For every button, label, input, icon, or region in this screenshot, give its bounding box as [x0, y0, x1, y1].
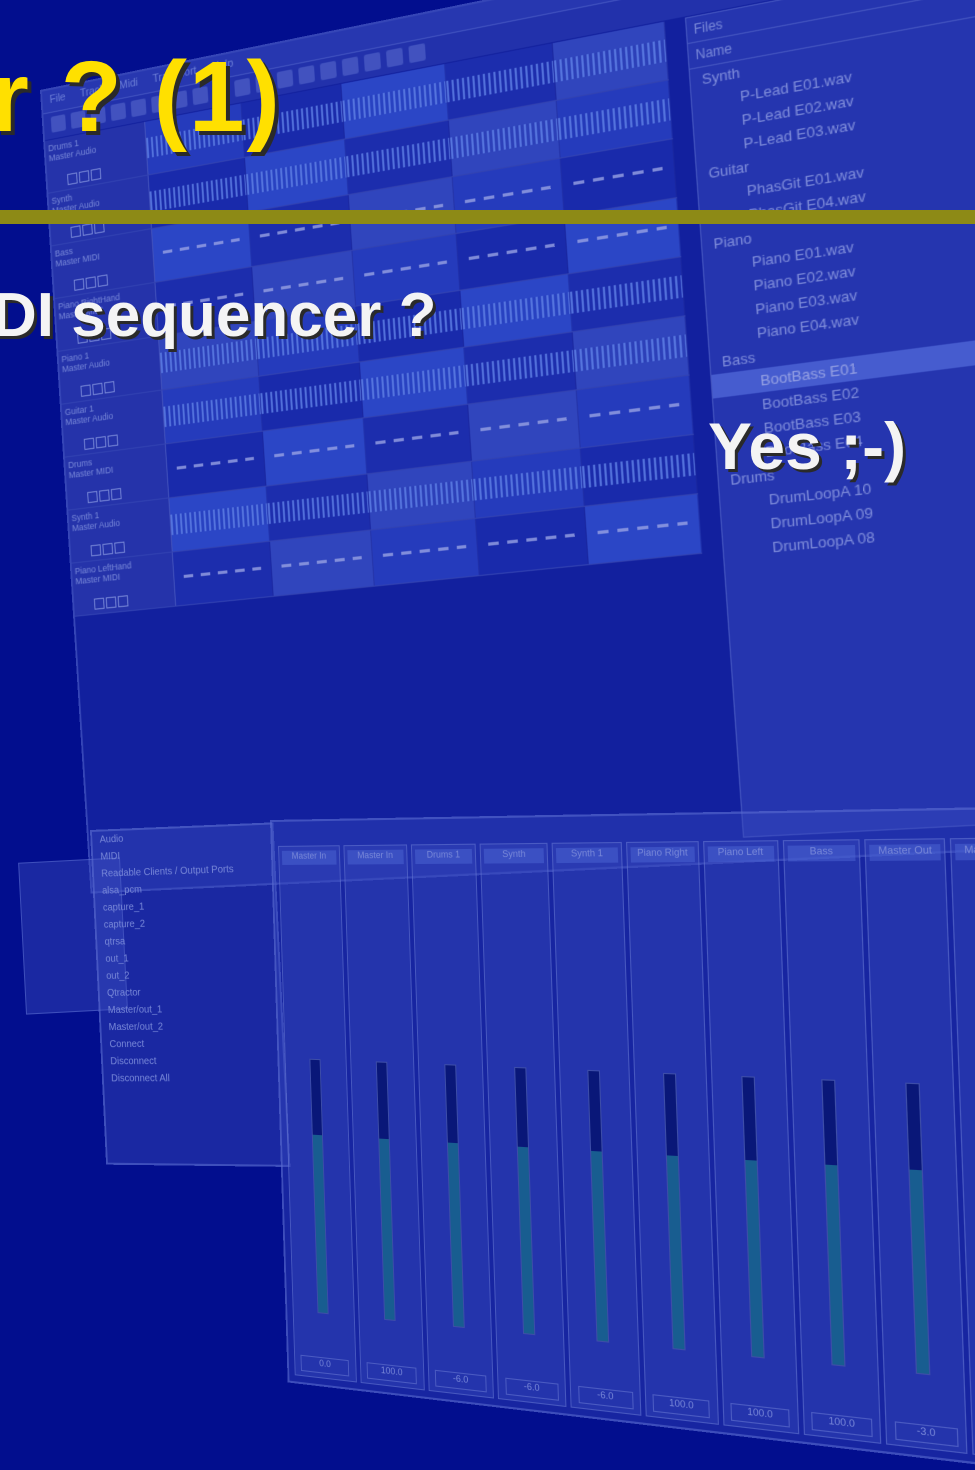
strip-name: Bass — [787, 844, 856, 862]
mute-button[interactable] — [92, 382, 103, 396]
track-buttons — [93, 595, 129, 610]
solo-button[interactable] — [107, 434, 119, 447]
port-item[interactable]: Master/out_1 — [107, 1004, 163, 1017]
mixer-strip[interactable]: Piano Left 100.0 — [702, 840, 799, 1435]
track-buttons — [67, 167, 102, 186]
solo-button[interactable] — [104, 381, 115, 394]
toolbar-button-icon[interactable] — [363, 51, 382, 72]
strip-name: Synth 1 — [556, 847, 619, 864]
record-button[interactable] — [90, 544, 102, 557]
gain-value[interactable]: 100.0 — [730, 1402, 791, 1428]
strip-name: Master In — [281, 850, 337, 865]
strip-name: Master Out — [955, 843, 975, 861]
slide-answer: Yes ;-) — [708, 409, 907, 483]
level-meter — [443, 1063, 465, 1329]
mute-button[interactable] — [95, 436, 107, 449]
level-meter — [662, 1072, 686, 1351]
slide-title: r ? (1) — [0, 41, 282, 153]
gain-value[interactable]: 100.0 — [652, 1394, 711, 1419]
mute-button[interactable] — [82, 223, 93, 236]
strip-name: Master In — [347, 849, 404, 865]
clip[interactable] — [475, 506, 589, 576]
toolbar-button-icon[interactable] — [298, 64, 316, 85]
connections-button[interactable]: Connect — [109, 1038, 145, 1051]
strip-name: Synth — [484, 848, 545, 864]
track-buttons — [80, 381, 115, 397]
gain-value[interactable]: 100.0 — [811, 1411, 873, 1438]
solo-button[interactable] — [90, 167, 102, 181]
track-buttons — [90, 541, 126, 557]
title-rule — [0, 210, 975, 224]
track-buttons — [83, 434, 119, 451]
mixer-strip[interactable]: Master Out -3.0 — [864, 838, 968, 1455]
record-button[interactable] — [87, 490, 98, 504]
toolbar-button-icon[interactable] — [408, 43, 426, 64]
track-buttons — [87, 487, 122, 504]
mixer-strip[interactable]: Bass 100.0 — [782, 839, 882, 1444]
slide-subtitle: DI sequencer ? — [0, 281, 437, 350]
clip[interactable] — [580, 434, 698, 506]
gain-value[interactable]: 0.0 — [300, 1354, 350, 1377]
level-meter — [821, 1078, 847, 1367]
record-button[interactable] — [80, 384, 92, 397]
strip-name: Piano Right — [630, 846, 695, 863]
level-meter — [514, 1066, 536, 1336]
mute-button[interactable] — [102, 542, 114, 556]
record-button[interactable] — [83, 437, 95, 451]
toolbar-button-icon[interactable] — [341, 56, 359, 77]
strip-name: Piano Left — [707, 845, 774, 863]
gain-value[interactable]: -6.0 — [577, 1385, 634, 1410]
level-meter — [740, 1075, 765, 1359]
connections-button[interactable]: Disconnect All — [110, 1073, 171, 1085]
level-meter — [587, 1069, 610, 1343]
clip[interactable] — [270, 530, 375, 596]
record-button[interactable] — [67, 172, 78, 186]
record-button[interactable] — [70, 225, 82, 238]
clip[interactable] — [266, 474, 372, 541]
strip-name: Drums 1 — [414, 848, 473, 865]
clip[interactable] — [584, 494, 703, 565]
level-meter — [309, 1058, 329, 1315]
mute-button[interactable] — [78, 170, 90, 183]
solo-button[interactable] — [110, 487, 122, 501]
record-button[interactable] — [93, 597, 105, 610]
level-meter — [375, 1060, 396, 1322]
solo-button[interactable] — [117, 595, 129, 608]
level-meter — [905, 1082, 931, 1376]
gain-value[interactable]: 100.0 — [366, 1362, 417, 1385]
clip[interactable] — [472, 448, 585, 518]
mute-button[interactable] — [98, 489, 110, 502]
port-item[interactable]: Master/out_2 — [108, 1021, 164, 1034]
strip-name: Master Out — [869, 844, 942, 861]
clip[interactable] — [371, 518, 480, 586]
mixer-strip[interactable]: Piano Right 100.0 — [626, 841, 719, 1425]
clip[interactable] — [169, 486, 271, 552]
solo-button[interactable] — [114, 541, 126, 554]
clip[interactable] — [172, 541, 274, 606]
gain-value[interactable]: -6.0 — [505, 1377, 559, 1401]
gain-value[interactable]: -3.0 — [894, 1421, 959, 1448]
toolbar-button-icon[interactable] — [319, 60, 337, 81]
toolbar-button-icon[interactable] — [385, 47, 404, 68]
clip[interactable] — [367, 461, 476, 530]
gain-value[interactable]: -6.0 — [434, 1369, 487, 1393]
connections-button[interactable]: Disconnect — [110, 1055, 157, 1068]
mute-button[interactable] — [105, 596, 117, 609]
mixer-strip[interactable]: Synth 1 -6.0 — [551, 841, 642, 1416]
